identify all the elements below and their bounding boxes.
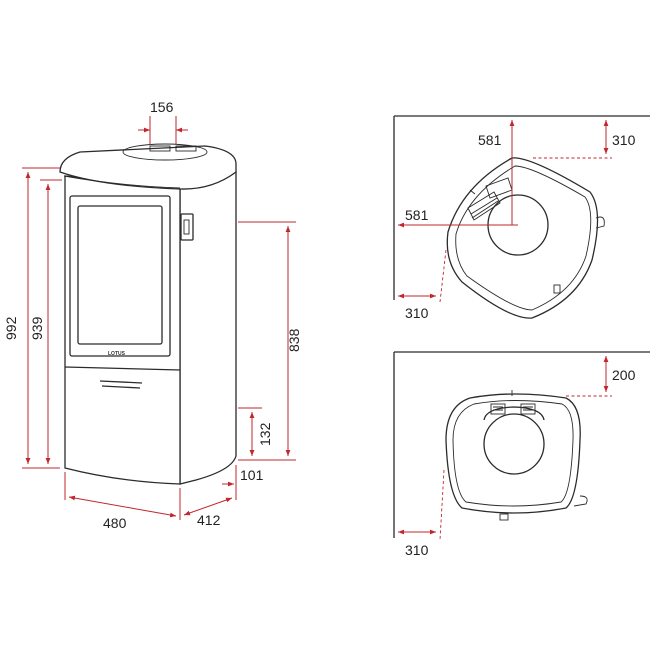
dim-200-back: 200	[612, 367, 636, 383]
door-glass	[77, 205, 163, 345]
dim-101: 101	[240, 467, 264, 483]
wall-installation-view	[393, 351, 650, 538]
door-frame	[69, 195, 171, 357]
dim-992: 992	[3, 316, 19, 340]
front-view-dimensions	[22, 116, 296, 520]
wall-installation-labels: 200 310	[405, 367, 636, 558]
top-cap	[59, 145, 237, 190]
front-view-stove: LOTUS	[59, 143, 237, 485]
corner-installation-labels: 310 581 581 310	[405, 132, 636, 321]
wall-installation-dimensions	[398, 356, 612, 541]
dim-156: 156	[150, 99, 174, 115]
wall-stove-outline	[445, 393, 581, 514]
corner-installation-view	[393, 115, 650, 319]
dim-412: 412	[197, 512, 221, 528]
wall-lines	[393, 351, 650, 538]
dim-310-wall-side: 310	[405, 542, 429, 558]
brand-logo: LOTUS	[108, 351, 126, 357]
dim-480: 480	[103, 515, 127, 531]
top-outlet-icon	[122, 143, 208, 161]
side-handle-icon	[180, 213, 194, 241]
corner-stove-outline	[446, 157, 599, 319]
dim-132: 132	[257, 422, 273, 446]
dim-838: 838	[286, 328, 302, 352]
corner-walls	[393, 115, 650, 300]
dim-310-side: 310	[405, 305, 429, 321]
front-view-labels: 156 992 939 838 132 101 480 412	[3, 99, 302, 531]
dim-939: 939	[29, 316, 45, 340]
dim-581-horizontal: 581	[405, 207, 429, 223]
corner-installation-dimensions	[398, 120, 612, 303]
wall-outlet-icon	[483, 413, 545, 475]
dim-310-back: 310	[612, 132, 636, 148]
dim-581-vertical: 581	[478, 132, 502, 148]
